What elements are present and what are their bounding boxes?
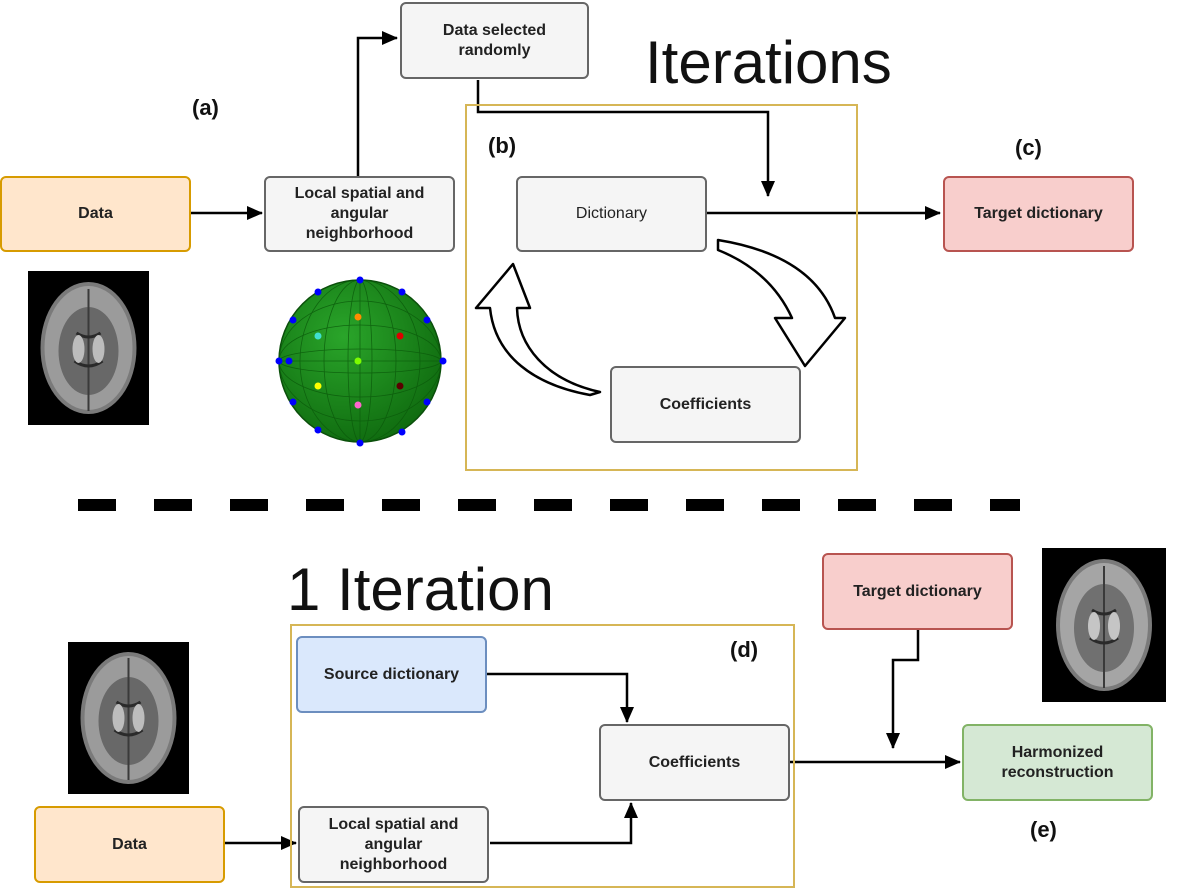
label-e: (e) [1030, 817, 1057, 842]
arrow-target2-to-line [886, 630, 920, 749]
label-c: (c) [1015, 135, 1042, 160]
label-b: (b) [488, 133, 517, 158]
random-selection-node[interactable]: Data selected randomly [400, 2, 589, 79]
source-dictionary-node[interactable]: Source dictionary [296, 636, 487, 713]
cycle-arrow-right [716, 238, 847, 368]
cycle-arrow-left [474, 262, 602, 397]
label-a: (a) [192, 95, 219, 120]
top-connectors [191, 31, 941, 220]
neighborhood-node-bottom[interactable]: Local spatial and angular neighborhood [298, 806, 489, 883]
target-dictionary-node[interactable]: Target dictionary [943, 176, 1134, 252]
coefficients-node-bottom[interactable]: Coefficients [599, 724, 790, 801]
iteration-loop-frame [465, 104, 858, 471]
brain-mri-image-input [68, 642, 189, 794]
arrow-neighborhood-to-random [356, 31, 398, 176]
arrow-source-to-coefficients [487, 672, 634, 723]
coefficients-node[interactable]: Coefficients [610, 366, 801, 443]
cycle-arrow-icon [474, 238, 847, 397]
label-d: (d) [730, 637, 759, 662]
data-node[interactable]: Data [0, 176, 191, 252]
brain-mri-image-output [1042, 548, 1166, 702]
neighborhood-node[interactable]: Local spatial and angular neighborhood [264, 176, 455, 252]
bottom-connectors [224, 630, 961, 850]
arrow-neighborhood2-to-coefficients [490, 802, 638, 845]
data-node-bottom[interactable]: Data [34, 806, 225, 883]
brain-mri-image [28, 271, 149, 425]
one-iteration-title: 1 Iteration [287, 556, 554, 623]
arrow-random-to-loop [476, 80, 775, 197]
iterations-title: Iterations [645, 29, 892, 96]
sphere-sampling-icon [275, 276, 447, 447]
single-iteration-frame [290, 624, 795, 888]
harmonized-reconstruction-node[interactable]: Harmonized reconstruction [962, 724, 1153, 801]
target-dictionary-node-bottom[interactable]: Target dictionary [822, 553, 1013, 630]
dictionary-node[interactable]: Dictionary [516, 176, 707, 252]
